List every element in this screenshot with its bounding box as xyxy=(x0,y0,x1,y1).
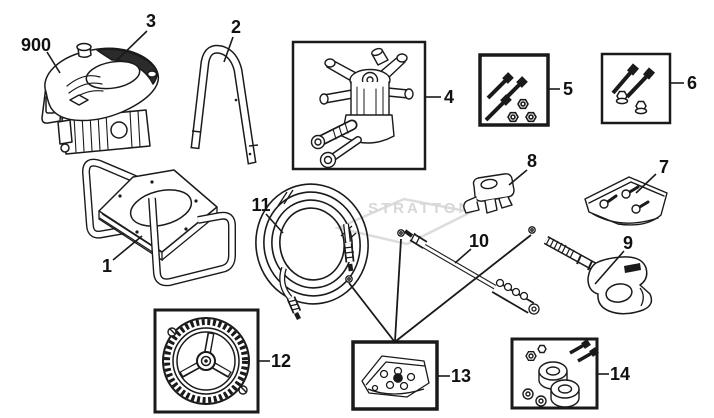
callout-900: 900 xyxy=(20,35,52,55)
callout-5: 5 xyxy=(562,79,574,99)
hardware-kit-6-box xyxy=(600,52,672,125)
callout-4: 4 xyxy=(443,87,455,107)
callout-13: 13 xyxy=(450,366,472,386)
axle-kit-contents xyxy=(522,339,599,408)
hose-illustration xyxy=(255,183,369,321)
callout-6: 6 xyxy=(686,73,698,93)
callout-8: 8 xyxy=(526,151,538,171)
axle-kit-box xyxy=(510,337,599,410)
bolt-kit-5-box xyxy=(478,53,550,127)
callout-12: 12 xyxy=(270,351,292,371)
wheel-kit-box xyxy=(153,308,260,414)
nozzle-kit-contents xyxy=(361,355,430,398)
screw-bag-illustration xyxy=(584,176,668,226)
brand-watermark: STRATTON xyxy=(334,197,475,246)
callout-9: 9 xyxy=(622,233,634,253)
callout-2: 2 xyxy=(230,17,242,37)
engine-illustration xyxy=(41,42,160,155)
watermark-text: STRATTON xyxy=(368,200,472,217)
callout-11: 11 xyxy=(251,195,271,215)
pump-kit-box xyxy=(291,40,427,171)
callout-1: 1 xyxy=(101,256,113,276)
bolt-kit-5-contents xyxy=(484,72,537,123)
hardware-kit-6-contents xyxy=(611,63,656,115)
callout-14: 14 xyxy=(609,364,631,384)
handle-illustration xyxy=(190,44,259,165)
callout-7: 7 xyxy=(658,157,670,177)
callout-10: 10 xyxy=(468,231,490,251)
callout-leader-lines xyxy=(46,30,684,377)
spray-gun-illustration xyxy=(543,236,653,315)
kit-13-leader-lines xyxy=(345,226,536,342)
frame-illustration xyxy=(81,158,236,287)
spray-wand-illustration xyxy=(403,229,540,315)
nozzle-kit-box xyxy=(351,340,439,411)
bracket-illustration xyxy=(463,173,515,214)
pump-assembly-illustration xyxy=(310,47,414,169)
wheel-illustration xyxy=(162,317,250,405)
callout-3: 3 xyxy=(145,11,157,31)
